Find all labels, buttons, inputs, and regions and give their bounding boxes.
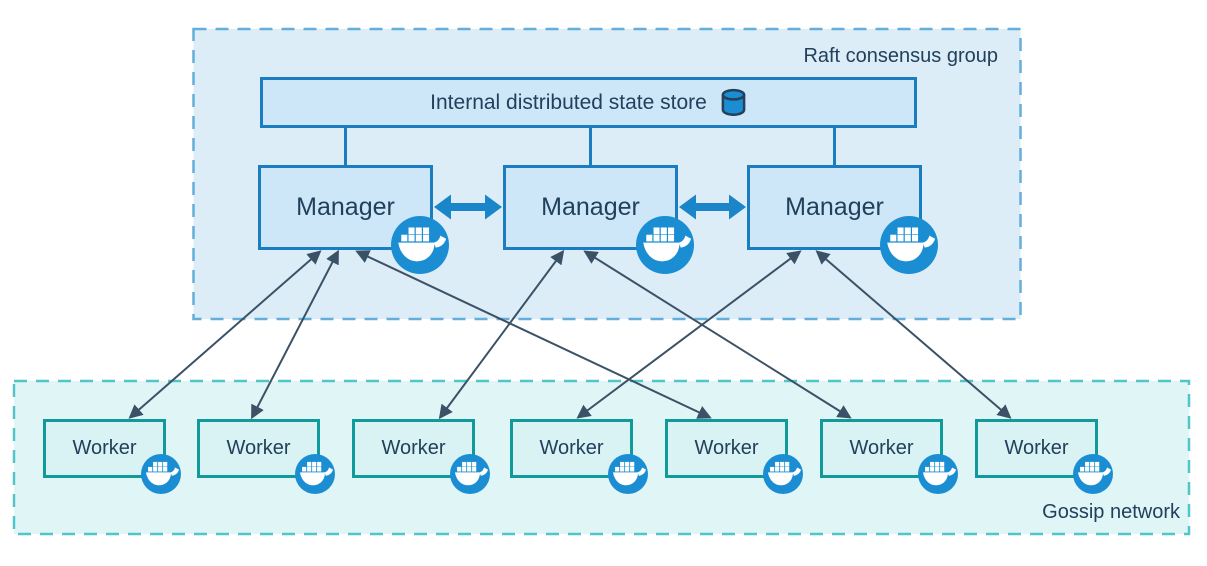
docker-icon [880,216,938,274]
raft-group-label: Raft consensus group [803,45,998,67]
worker-node-6: Worker [820,419,943,478]
docker-icon [918,454,958,494]
gossip-group-label: Gossip network [1042,501,1180,523]
state-store-label: Internal distributed state store [430,90,707,114]
manager-node-1: Manager [258,165,433,250]
worker-node-4: Worker [510,419,633,478]
worker-node-2: Worker [197,419,320,478]
worker-label: Worker [694,437,759,459]
docker-icon [1073,454,1113,494]
worker-label: Worker [72,437,137,459]
docker-icon [295,454,335,494]
worker-label: Worker [539,437,604,459]
worker-node-3: Worker [352,419,475,478]
worker-label: Worker [226,437,291,459]
database-icon [721,88,746,117]
docker-icon [391,216,449,274]
worker-node-5: Worker [665,419,788,478]
state-store-box: Internal distributed state store [260,77,917,128]
worker-label: Worker [381,437,446,459]
worker-label: Worker [1004,437,1069,459]
docker-icon [450,454,490,494]
manager-label: Manager [296,193,395,221]
manager-label: Manager [541,193,640,221]
docker-icon [608,454,648,494]
manager-node-3: Manager [747,165,922,250]
manager-label: Manager [785,193,884,221]
manager-node-2: Manager [503,165,678,250]
worker-node-1: Worker [43,419,166,478]
docker-icon [636,216,694,274]
docker-icon [763,454,803,494]
worker-label: Worker [849,437,914,459]
worker-node-7: Worker [975,419,1098,478]
docker-icon [141,454,181,494]
